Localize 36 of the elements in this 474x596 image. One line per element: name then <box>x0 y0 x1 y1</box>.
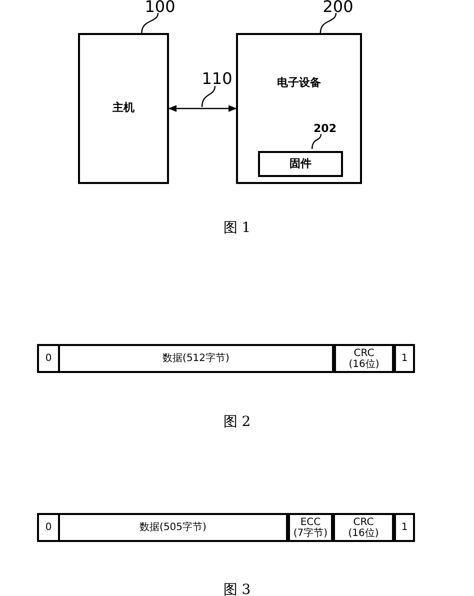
field-cell <box>58 513 288 542</box>
block-box <box>236 33 362 184</box>
figure-caption: 图 3 <box>223 583 251 596</box>
node-label: CRC (16位) <box>348 348 380 370</box>
double-arrow <box>168 105 237 112</box>
field-cell <box>37 344 60 373</box>
leader-line <box>320 12 337 34</box>
leader-line <box>312 134 322 150</box>
node-label: 1 <box>401 353 408 364</box>
node-label: 固件 <box>290 156 312 172</box>
field-cell <box>394 513 415 542</box>
field-cell <box>333 513 394 542</box>
field-cell <box>334 344 394 373</box>
figure-caption: 图 1 <box>223 221 251 235</box>
leader-line <box>141 12 159 34</box>
figure-caption: 图 2 <box>223 415 251 429</box>
block-box <box>78 33 169 184</box>
field-cell <box>394 344 415 373</box>
node-label: 1 <box>401 522 408 533</box>
block-box <box>258 151 343 177</box>
reference-number: 100 <box>144 0 176 18</box>
reference-number: 200 <box>322 0 354 18</box>
node-label: 数据(512字节) <box>162 353 230 364</box>
leader-line <box>201 86 216 108</box>
field-cell <box>288 513 333 542</box>
node-label: 主机 <box>112 100 134 116</box>
field-cell <box>37 513 60 542</box>
node-label: 数据(505字节) <box>140 522 206 533</box>
node-label: CRC (16位) <box>348 516 379 538</box>
node-label: 0 <box>45 522 52 533</box>
node-label: 0 <box>45 353 52 364</box>
reference-number: 110 <box>202 68 232 90</box>
node-label: 电子设备 <box>276 75 322 91</box>
reference-number: 202 <box>314 120 336 137</box>
node-label: ECC (7字节) <box>293 516 328 538</box>
field-cell <box>58 344 334 373</box>
